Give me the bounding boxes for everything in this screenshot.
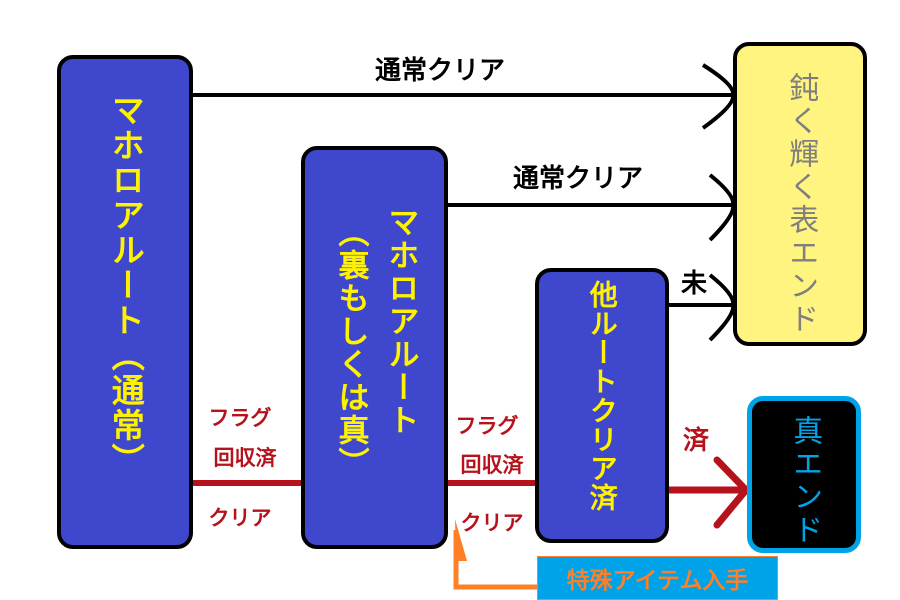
arrowhead-icon [713, 456, 751, 529]
special-item-label: 特殊アイテム入手 [537, 556, 778, 600]
edge-label-normal-clear: 通常クリア [512, 164, 644, 194]
edge-label-collected: 回収済 [460, 453, 524, 477]
node-label: 他ルートクリア済 [585, 280, 619, 512]
node-label: 真エンド [787, 415, 823, 547]
edge-label-collected: 回収済 [213, 446, 277, 470]
node-label: マホロアルート（通常） [106, 93, 146, 478]
special-item-text: 特殊アイテム入手 [566, 568, 749, 594]
arrowhead-icon [708, 273, 736, 342]
arrowhead-icon [455, 519, 467, 561]
edge-label-clear: クリア [208, 506, 272, 530]
edge-label-normal-clear: 通常クリア [374, 56, 506, 86]
node-true-end: 真エンド [747, 396, 861, 553]
edge-special-item [453, 530, 537, 590]
node-label-sub: （裏もしくは真） [332, 216, 369, 480]
edge-label-done: 済 [682, 426, 710, 456]
node-label: 鈍く輝く表エンド [783, 72, 819, 336]
node-other-routes: 他ルートクリア済 [535, 268, 669, 543]
arrowhead-icon [708, 173, 736, 242]
node-mahoroa-normal: マホロアルート（通常） [57, 55, 193, 549]
node-mahoroa-alt: マホロアルート （裏もしくは真） [301, 146, 448, 549]
edge-label-clear: クリア [460, 511, 524, 535]
node-dull-end: 鈍く輝く表エンド [733, 42, 867, 346]
edge-label-flag: フラグ [455, 414, 519, 438]
edge-label-flag: フラグ [208, 406, 272, 430]
edge-label-not-yet: 未 [680, 269, 708, 299]
node-label: マホロアルート [382, 206, 419, 437]
